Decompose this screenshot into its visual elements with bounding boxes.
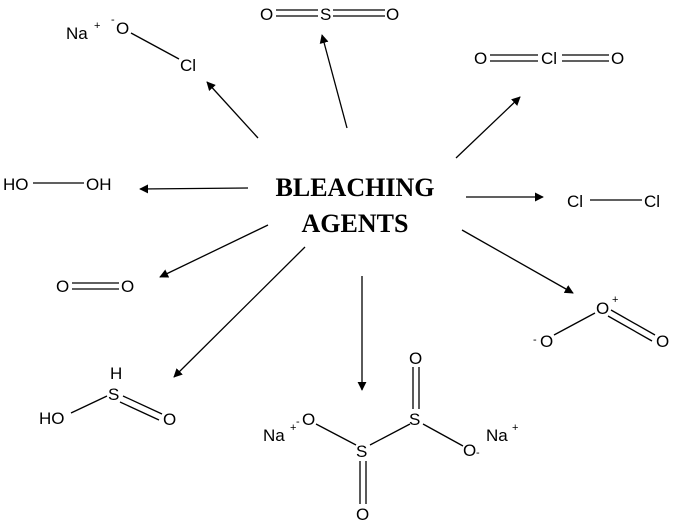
- charge-minus: -: [533, 334, 537, 346]
- single-bond: [70, 395, 108, 414]
- atom-o: O: [260, 5, 273, 24]
- molecule-hydrogen-sulfite: H S HO O: [39, 364, 176, 429]
- double-bond: [607, 315, 653, 342]
- single-bond: [369, 423, 411, 446]
- double-bond: [119, 401, 160, 421]
- arrows: [139, 34, 574, 391]
- charge-plus: +: [94, 20, 100, 32]
- atom-cl: Cl: [180, 56, 196, 75]
- center-title: BLEACHING AGENTS: [276, 173, 435, 238]
- arrow-to-oxygen: [159, 224, 269, 278]
- molecule-hydrogen-peroxide: HO OH: [3, 175, 112, 194]
- atom-s: S: [108, 385, 119, 404]
- molecule-chlorine: Cl Cl: [567, 192, 660, 211]
- atom-s: S: [409, 410, 420, 429]
- single-bond: [315, 423, 357, 446]
- atom-o: O: [386, 5, 399, 24]
- atom-na: Na: [66, 24, 88, 43]
- atom-s: S: [356, 442, 367, 461]
- atom-cl: Cl: [644, 192, 660, 211]
- arrow-to-sodium-hypochlorite: [206, 81, 259, 139]
- atom-o: O: [656, 332, 669, 351]
- molecule-oxygen: O O: [56, 277, 134, 296]
- atom-o: O: [474, 49, 487, 68]
- molecule-sodium-dithionite: Na + - O S S O O O - Na +: [263, 349, 518, 524]
- atom-cl: Cl: [567, 192, 583, 211]
- atom-ho: HO: [39, 409, 65, 428]
- double-bond: [122, 395, 163, 415]
- title-line-2: AGENTS: [302, 209, 409, 238]
- atom-o: O: [356, 505, 369, 524]
- atom-o: O: [596, 299, 609, 318]
- charge-minus: -: [476, 447, 480, 459]
- atom-o: O: [409, 349, 422, 368]
- atom-na: Na: [486, 426, 508, 445]
- arrow-to-sulfur-dioxide: [319, 34, 348, 129]
- arrow-to-chlorine-dioxide: [455, 96, 521, 159]
- single-bond: [553, 312, 596, 336]
- atom-o: O: [163, 410, 176, 429]
- atom-oh: OH: [86, 175, 112, 194]
- atom-na: Na: [263, 426, 285, 445]
- double-bond: [610, 309, 656, 336]
- charge-minus: -: [111, 14, 115, 26]
- arrow-to-hydrogen-sulfite: [173, 246, 306, 378]
- molecule-sodium-hypochlorite: Na + - O Cl: [66, 14, 196, 75]
- atom-ho: HO: [3, 175, 29, 194]
- arrow-to-hydrogen-peroxide: [139, 184, 249, 194]
- charge-plus: +: [512, 422, 518, 434]
- single-bond: [422, 423, 464, 447]
- molecule-chlorine-dioxide: O Cl O: [474, 49, 624, 68]
- single-bond: [130, 32, 180, 60]
- atom-o: O: [611, 49, 624, 68]
- atom-o: O: [540, 332, 553, 351]
- atom-s: S: [320, 5, 331, 24]
- atom-o: O: [302, 410, 315, 429]
- title-line-1: BLEACHING: [276, 173, 435, 202]
- atom-o: O: [121, 277, 134, 296]
- atom-h: H: [110, 364, 122, 383]
- arrow-to-ozone: [461, 229, 574, 294]
- molecule-ozone: - O O + O: [533, 294, 669, 351]
- atom-o: O: [56, 277, 69, 296]
- charge-minus: -: [296, 416, 300, 428]
- atom-cl: Cl: [541, 49, 557, 68]
- molecule-sulfur-dioxide: O S O: [260, 5, 399, 24]
- charge-plus: +: [290, 422, 296, 434]
- charge-plus: +: [612, 294, 618, 306]
- atom-o: O: [463, 441, 476, 460]
- atom-o: O: [116, 19, 129, 38]
